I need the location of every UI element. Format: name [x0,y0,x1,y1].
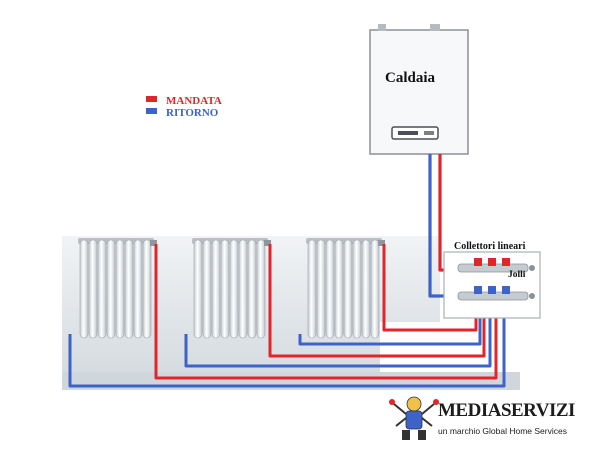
return-pipe-radiator-2 [184,300,492,368]
legend: MANDATA RITORNO [146,95,222,119]
supply-pipe-radiator-2 [268,244,486,358]
radiator-1-valve [150,240,157,246]
return-pipe-radiator-3 [298,300,482,346]
manifold-model-label: Jolli [508,270,526,280]
radiator-icon [307,239,380,339]
manifold-valve [474,258,482,266]
radiator-2-valve [264,240,271,246]
radiator-icon [79,239,152,339]
boiler-vent-right [430,24,440,31]
legend-label-return: RITORNO [166,107,219,119]
manifold-valve [488,286,496,294]
radiator-1 [78,238,157,339]
worker-mascot-icon [389,396,439,440]
brand-tagline: un marchio Global Home Services [438,426,567,436]
boiler-vent-left [378,24,386,31]
return-pipe-radiator-1 [68,300,506,388]
manifold-valve [474,286,482,294]
manifold-icon [443,251,541,319]
manifold-valve [502,258,510,266]
radiator-3-valve [378,240,385,246]
legend-swatch-return [146,108,157,114]
manifold-label: Collettori lineari [454,241,526,252]
legend-label-supply: MANDATA [166,95,222,107]
boiler-icon: Caldaia [369,24,469,155]
brand-logo: MEDIASERVIZI un marchio Global Home Serv… [389,396,576,440]
boiler-buttons [424,131,434,135]
legend-swatch-supply [146,96,157,102]
manifold-valve [488,258,496,266]
manifold-vent [529,265,535,271]
supply-pipe-radiator-1 [154,244,498,380]
manifold-vent [529,293,535,299]
boiler-display [398,131,418,135]
brand-name: MEDIASERVIZI [438,400,575,421]
radiator-2 [192,238,271,339]
radiator-3 [306,238,385,339]
manifold-valve [502,286,510,294]
radiator-icon [193,239,266,339]
boiler-label: Caldaia [385,70,436,86]
